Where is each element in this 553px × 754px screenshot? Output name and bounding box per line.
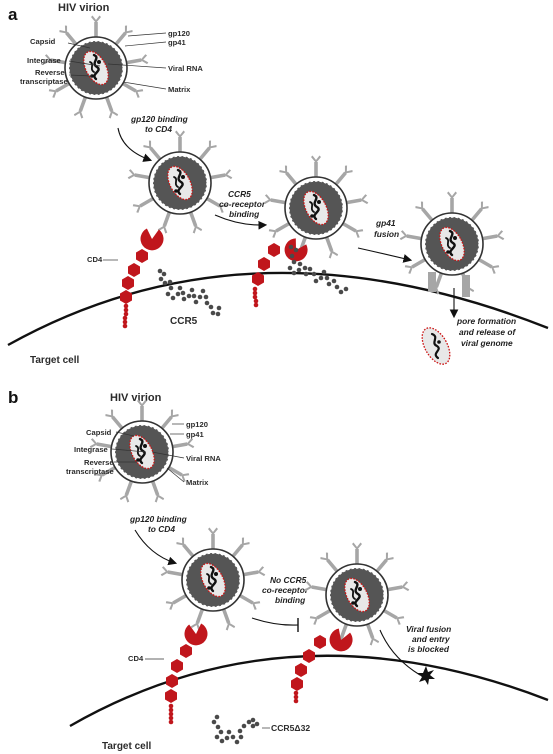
ccr5-receptor-stage2-a (287, 244, 349, 295)
target-cell-label-a: Target cell (30, 355, 79, 366)
step-no-ccr5-b-1: No CCR5 (270, 575, 307, 585)
cd4-receptor-stage2-a (252, 229, 317, 308)
step-ccr5-a-2: co-receptor (219, 199, 266, 209)
arrow-step2-a (214, 214, 268, 230)
legend-leaders-b (111, 423, 185, 483)
arrow-blocked-b (379, 629, 421, 676)
ccr5-receptor-a (157, 268, 222, 317)
cd4-label-b: CD4 (128, 654, 144, 663)
hiv-virion-stage1-a (127, 131, 232, 235)
step-gp41-a-2: fusion (374, 229, 399, 239)
capsid-label-b: Capsid (86, 428, 112, 437)
transcriptase-label-b: transcriptase (66, 467, 114, 476)
arrow-step1-b (134, 529, 178, 566)
reverse-label-b: Reverse (84, 458, 114, 467)
panel-a: a HIV virion Capsid Integrase Reverse tr… (7, 2, 549, 366)
gp120-label-a: gp120 (168, 29, 190, 38)
gp120-label-b: gp120 (186, 420, 208, 429)
cd4-label-a: CD4 (87, 255, 103, 264)
step-blocked-b-2: and entry (412, 634, 450, 644)
cd4-receptor-stage1-a (120, 218, 174, 329)
step-gp120-binding-b-2: to CD4 (148, 524, 175, 534)
integrase-label-b: Integrase (74, 445, 108, 454)
arrow-step3-a (357, 247, 413, 263)
step-blocked-b-1: Viral fusion (406, 624, 451, 634)
cell-membrane-b (69, 654, 549, 728)
gp41-label-b: gp41 (186, 430, 205, 439)
ccr5-label-a: CCR5 (170, 316, 198, 327)
hiv-virion-stage2-a (263, 156, 368, 260)
ccr5d32-receptor-b (211, 714, 260, 745)
viral-rna-label-a: Viral RNA (168, 64, 203, 73)
hiv-virion-stage1-b (160, 528, 265, 632)
panel-letter-a: a (8, 5, 18, 24)
transcriptase-label-a: transcriptase (20, 77, 68, 86)
virion-title-b: HIV virion (110, 392, 162, 404)
cd4-receptor-stage2-b (291, 619, 363, 704)
cd4-receptor-stage1-b (165, 614, 217, 725)
matrix-label-a: Matrix (168, 85, 191, 94)
gp41-fusion-anchors-a (428, 272, 470, 297)
ccr5d32-label-b: CCR5Δ32 (271, 723, 310, 733)
capsid-label-a: Capsid (30, 37, 56, 46)
viral-rna-label-b: Viral RNA (186, 454, 221, 463)
target-cell-label-b: Target cell (102, 741, 151, 752)
matrix-label-b: Matrix (186, 478, 209, 487)
panel-b: b HIV virion Capsid Integrase Reverse tr… (8, 388, 549, 752)
reverse-label-a: Reverse (35, 68, 65, 77)
step-gp120-binding-a-2: to CD4 (145, 124, 172, 134)
step-blocked-b-3: is blocked (408, 644, 450, 654)
step-pore-a-2: and release of (459, 327, 517, 337)
panel-letter-b: b (8, 388, 18, 407)
cell-membrane-a (7, 271, 549, 347)
step-ccr5-a-3: binding (229, 209, 259, 219)
integrase-label-a: Integrase (27, 56, 61, 65)
step-ccr5-a-1: CCR5 (228, 189, 251, 199)
step-pore-a-1: pore formation (456, 316, 516, 326)
hiv-virion-stage2-b (304, 543, 409, 647)
block-star-icon (417, 666, 435, 685)
step-gp120-binding-b-1: gp120 binding (129, 514, 187, 524)
step-gp120-binding-a-1: gp120 binding (130, 114, 188, 124)
step-no-ccr5-b-3: binding (275, 595, 305, 605)
step-pore-a-3: viral genome (461, 338, 513, 348)
legend-leaders-a (67, 32, 167, 90)
virion-title-a: HIV virion (58, 2, 110, 14)
step-no-ccr5-b-2: co-receptor (262, 585, 309, 595)
released-viral-genome-a (421, 327, 451, 365)
step-gp41-a-1: gp41 (375, 218, 396, 228)
gp41-label-a: gp41 (168, 38, 187, 47)
arrow-step1-a (117, 127, 153, 162)
inhibition-line-b (251, 617, 299, 626)
hiv-virion-stage3-a (399, 192, 504, 296)
